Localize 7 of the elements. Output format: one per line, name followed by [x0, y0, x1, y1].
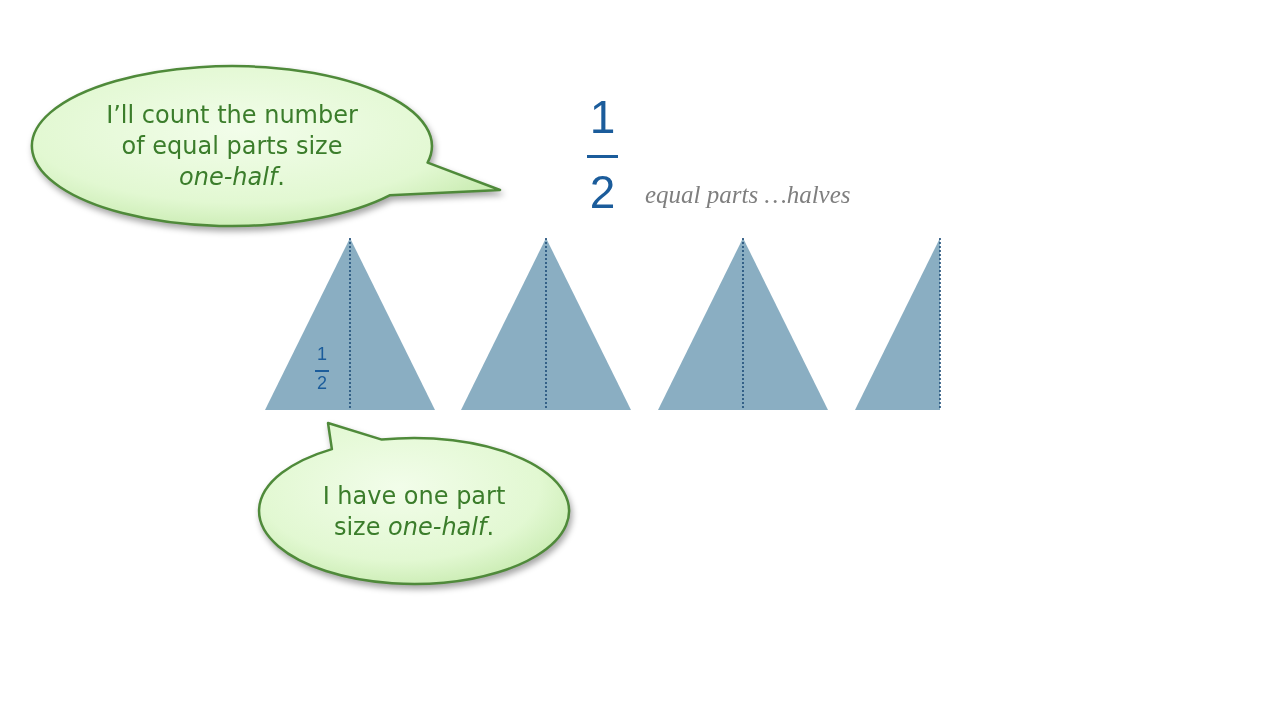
speech-text: I have one part size one-half. [321, 481, 507, 543]
fraction-numerator: 1 [588, 94, 617, 140]
caption-text: equal parts …halves [645, 182, 851, 207]
fraction-denominator: 2 [588, 169, 617, 215]
speech-text: I’ll count the number of equal parts size one-half. [105, 99, 359, 193]
fraction-denominator: 2 [317, 374, 327, 392]
fraction-numerator: 1 [317, 345, 327, 363]
